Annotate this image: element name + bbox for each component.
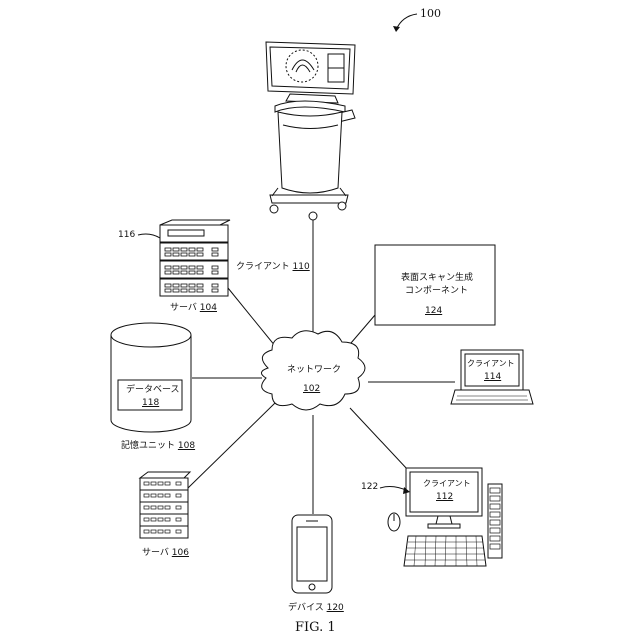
client-112-ref: 112	[436, 492, 453, 503]
database-ref: 118	[142, 398, 159, 409]
server-104-text: サーバ	[170, 303, 197, 313]
client-112-pointer-ref: 122	[361, 482, 378, 493]
server-106-ref: 106	[172, 548, 189, 558]
device-120-text: デバイス	[288, 603, 324, 613]
database-cylinder-icon	[111, 323, 191, 432]
server-116-ref: 116	[118, 230, 135, 241]
figure-ref-number: 100	[420, 8, 441, 19]
database-label: データベース	[126, 385, 180, 396]
server-106-icon	[140, 472, 190, 538]
server-116-leader	[138, 234, 160, 238]
server-104-ref: 104	[200, 303, 217, 313]
link-server-104	[228, 288, 280, 352]
device-120-ref: 120	[327, 603, 344, 613]
network-label: ネットワーク	[287, 365, 341, 376]
link-server-106	[188, 403, 275, 488]
client-110-label: クライアント 110	[236, 262, 310, 273]
server-104-icon	[160, 220, 230, 296]
server-106-text: サーバ	[142, 548, 169, 558]
intraoral-scanner-cart-icon	[266, 42, 355, 220]
client-110-text: クライアント	[236, 262, 290, 272]
network-ref: 102	[303, 384, 320, 395]
component-124-line1: 表面スキャン生成	[401, 273, 473, 284]
figure-caption: FIG. 1	[295, 620, 336, 636]
storage-108-text: 記憶ユニット	[121, 441, 175, 451]
storage-108-label: 記憶ユニット 108	[121, 441, 195, 452]
component-124-ref: 124	[425, 306, 442, 317]
storage-108-ref: 108	[178, 441, 195, 451]
device-120-label: デバイス 120	[288, 603, 344, 614]
link-client-112	[350, 408, 408, 470]
client-114-ref: 114	[484, 372, 501, 383]
component-124-line2: コンポーネント	[405, 286, 468, 297]
client-114-label: クライアント	[467, 358, 515, 369]
smartphone-120-icon	[292, 515, 332, 593]
client-112-label: クライアント	[423, 478, 471, 489]
client-110-ref: 110	[293, 262, 310, 272]
server-104-label: サーバ 104	[170, 303, 217, 314]
server-106-label: サーバ 106	[142, 548, 189, 559]
